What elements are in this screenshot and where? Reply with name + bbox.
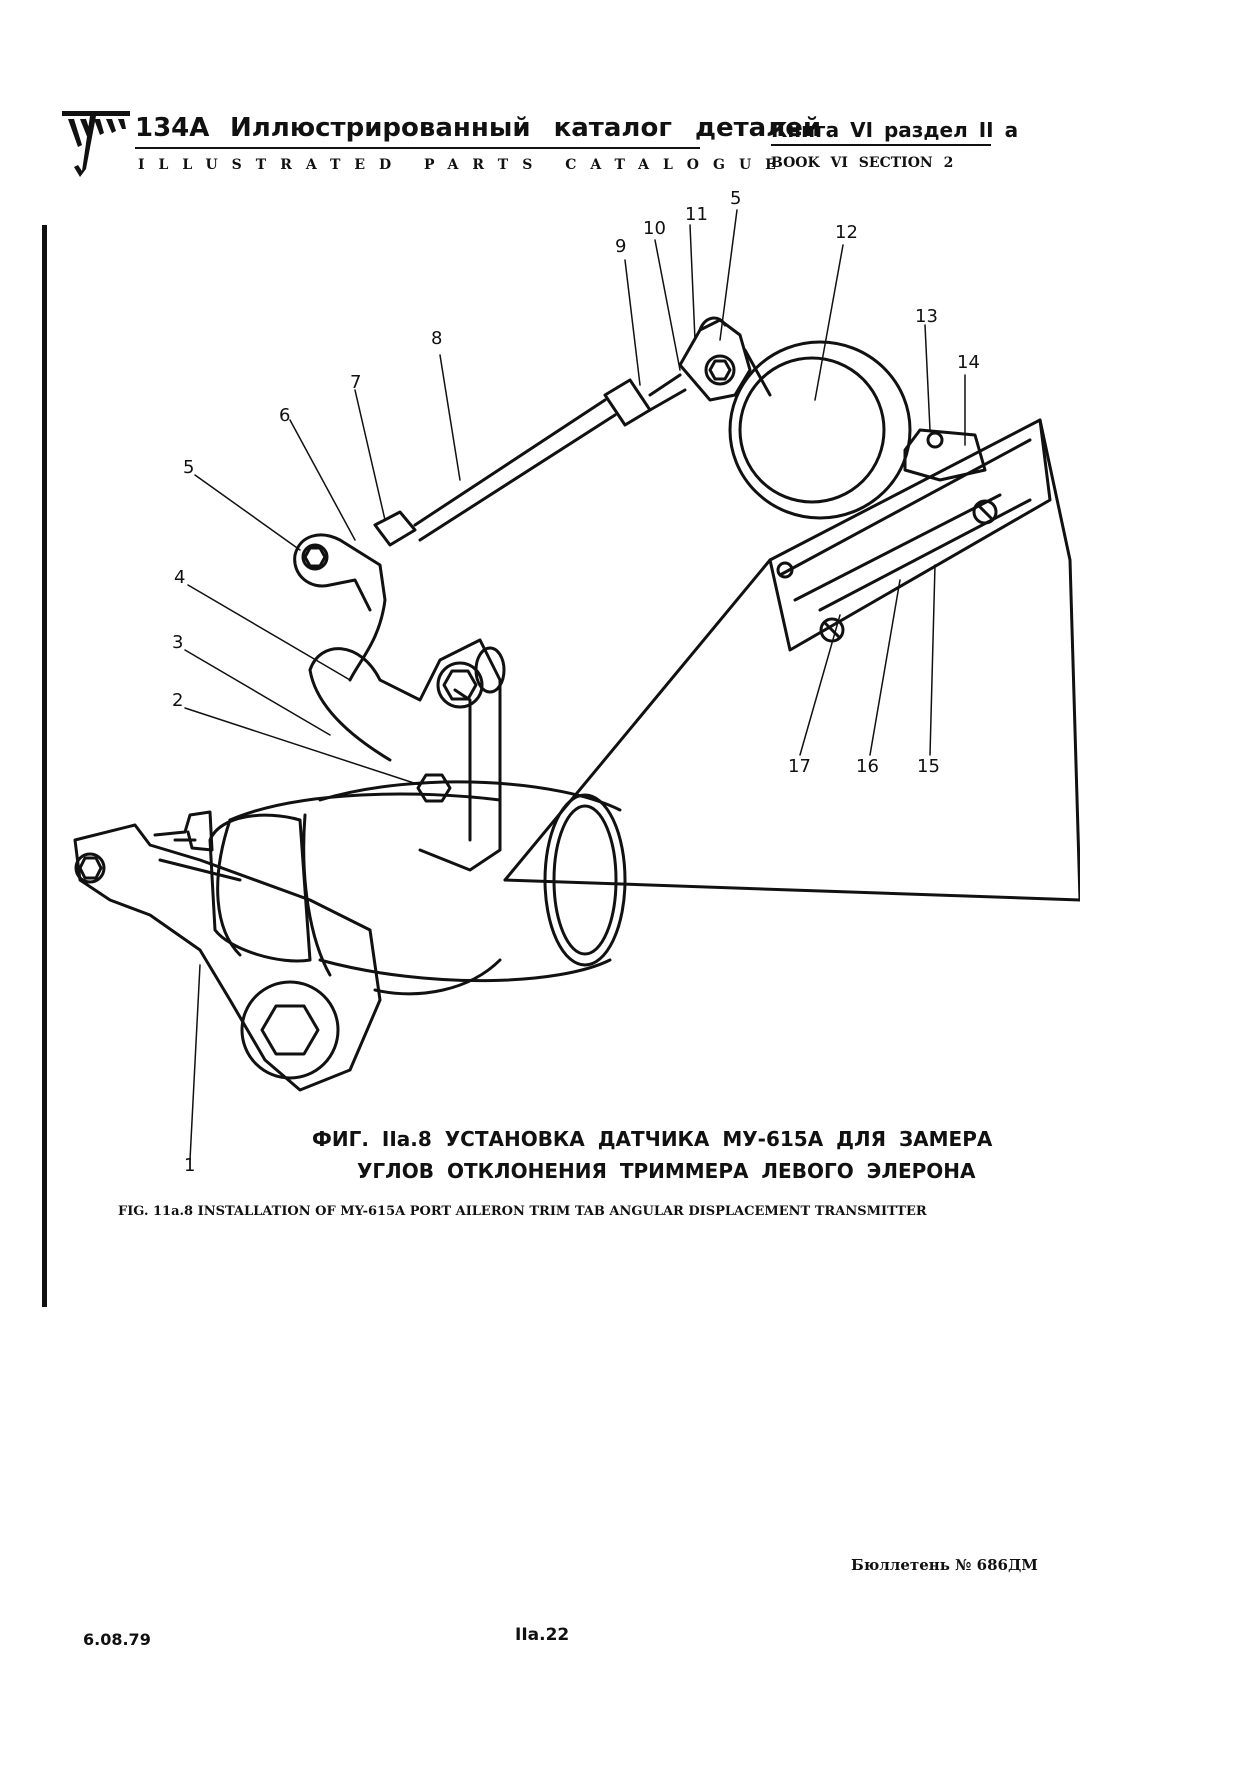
figure-caption-en: FIG. 11a.8 INSTALLATION OF MY-615A PORT …	[118, 1204, 927, 1219]
callout-8: 8	[431, 328, 443, 349]
callout-9: 9	[615, 236, 627, 257]
callout-5-left: 5	[183, 457, 195, 478]
catalog-title-ru: Иллюстрированный каталог деталей	[230, 113, 822, 143]
aircraft-model: 134A	[135, 113, 210, 143]
callout-16: 16	[856, 756, 879, 777]
callout-6: 6	[279, 405, 291, 426]
callout-7: 7	[350, 372, 362, 393]
figure-caption-ru-line1: ФИГ. IIa.8 УСТАНОВКА ДАТЧИКА МУ-615А ДЛЯ…	[312, 1127, 993, 1151]
callout-10: 10	[643, 218, 666, 239]
technical-drawing	[60, 180, 1082, 1161]
callout-13: 13	[915, 306, 938, 327]
margin-bar	[42, 225, 47, 1307]
callout-3: 3	[172, 632, 184, 653]
book-section-en: BOOK VI SECTION 2	[771, 155, 954, 171]
page-number: IIa.22	[515, 1625, 570, 1645]
callout-4: 4	[174, 567, 186, 588]
figure-caption-ru-line2: УГЛОВ ОТКЛОНЕНИЯ ТРИММЕРА ЛЕВОГО ЭЛЕРОНА	[357, 1159, 976, 1183]
callout-1: 1	[184, 1155, 196, 1176]
catalog-title-en: ILLUSTRATED PARTS CATALOGUE	[138, 157, 790, 173]
callout-5-right: 5	[730, 188, 742, 209]
callout-2: 2	[172, 690, 184, 711]
publisher-logo	[60, 107, 130, 179]
book-rule	[771, 144, 991, 146]
book-section-ru: Книга VI раздел II a	[771, 118, 1019, 142]
title-rule	[135, 147, 700, 149]
revision-date: 6.08.79	[83, 1630, 151, 1649]
callout-14: 14	[957, 352, 980, 373]
callout-17: 17	[788, 756, 811, 777]
callout-11: 11	[685, 204, 708, 225]
callout-15: 15	[917, 756, 940, 777]
callout-12: 12	[835, 222, 858, 243]
bulletin-reference: Бюллетень № 686ДМ	[851, 1556, 1038, 1574]
